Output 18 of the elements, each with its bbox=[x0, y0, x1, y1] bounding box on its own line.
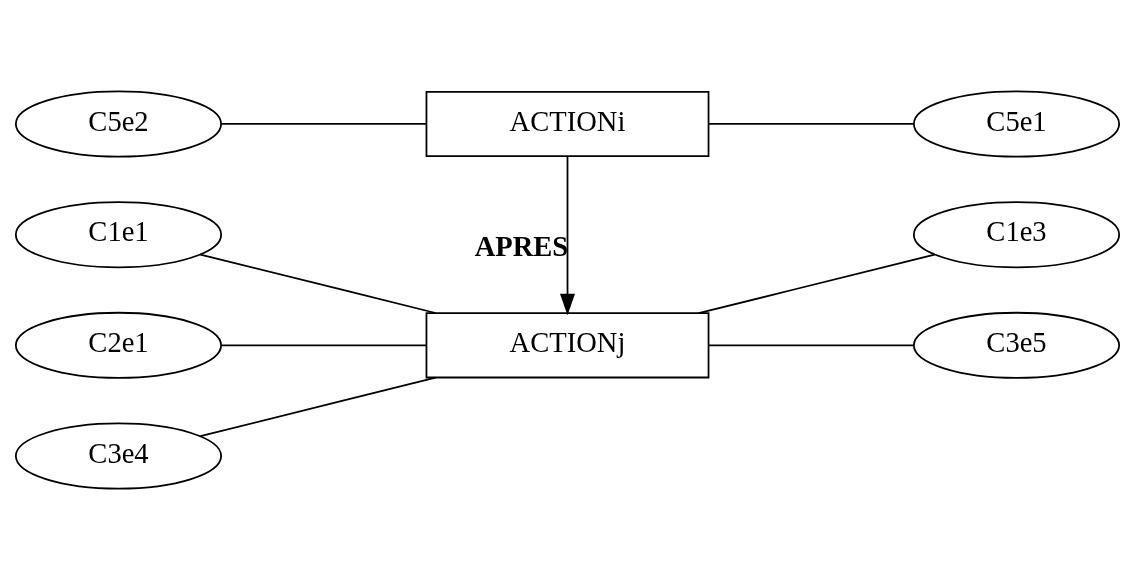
edge-label: APRES bbox=[474, 231, 569, 263]
node-ellipse: C1e3 bbox=[912, 201, 1121, 269]
arrow bbox=[560, 155, 575, 316]
node-ellipse: C5e2 bbox=[14, 90, 223, 158]
connector bbox=[199, 376, 437, 437]
connector bbox=[708, 344, 915, 347]
connector bbox=[199, 253, 437, 314]
connector bbox=[220, 344, 428, 347]
node-ellipse: C3e5 bbox=[912, 311, 1121, 379]
node-box: ACTIONj bbox=[425, 312, 710, 379]
node-ellipse: C1e1 bbox=[14, 201, 223, 269]
node-box: ACTIONi bbox=[425, 90, 710, 157]
connector bbox=[697, 253, 936, 315]
connector bbox=[220, 123, 428, 125]
connector bbox=[708, 123, 915, 125]
node-ellipse: C5e1 bbox=[912, 90, 1121, 158]
node-ellipse: C3e4 bbox=[14, 422, 223, 490]
node-ellipse: C2e1 bbox=[14, 311, 223, 379]
